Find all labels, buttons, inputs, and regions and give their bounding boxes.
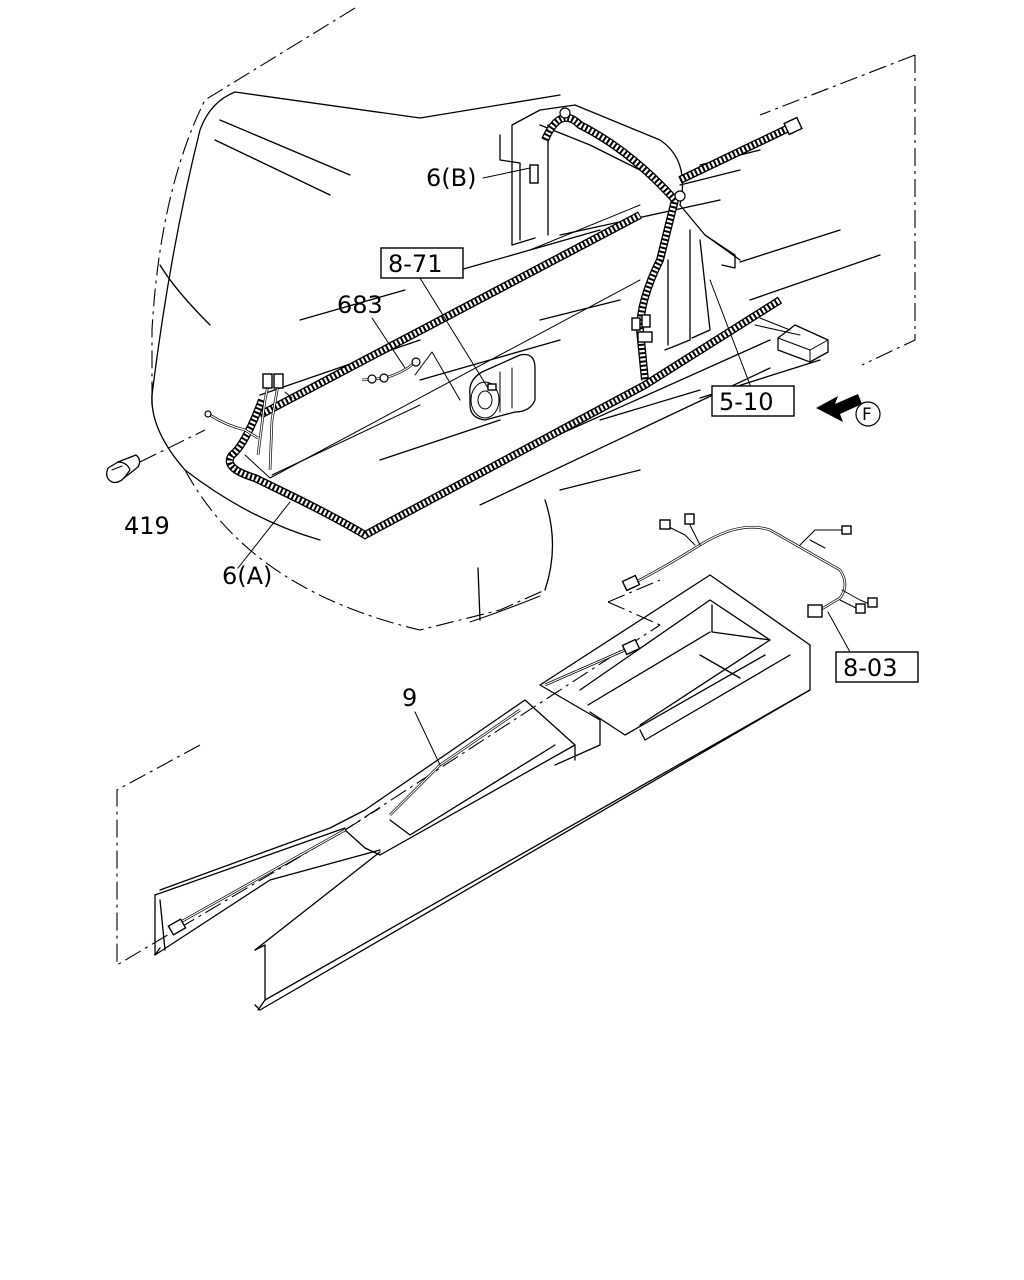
callout-6b: 6(B) <box>426 164 476 192</box>
callout-view-f: F <box>855 401 881 427</box>
bolt-419 <box>106 429 206 484</box>
callout-419-label: 419 <box>124 512 170 540</box>
callout-9-label: 9 <box>402 684 417 712</box>
harness-8-03 <box>621 513 878 618</box>
vehicle-body <box>151 7 881 631</box>
callout-6a: 6(A) <box>222 562 272 590</box>
callout-8-03-label: 8-03 <box>843 654 897 682</box>
callout-419: 419 <box>124 512 170 540</box>
relay-box <box>754 317 829 363</box>
view-f-arrow-icon <box>816 394 862 422</box>
callout-683-label: 683 <box>337 291 383 319</box>
callout-view-f-label: F <box>862 405 872 425</box>
callout-5-10-box <box>711 385 795 417</box>
callout-6b-label: 6(B) <box>426 164 476 192</box>
callout-9: 9 <box>402 684 417 712</box>
callout-8-71: 8-71 <box>380 247 464 279</box>
callout-8-03: 8-03 <box>835 651 919 683</box>
compressor-part <box>469 353 536 421</box>
callout-8-03-box <box>835 651 919 683</box>
callout-8-71-box <box>380 247 464 279</box>
callout-5-10: 5-10 <box>711 385 795 417</box>
callout-8-71-label: 8-71 <box>388 250 442 278</box>
chassis-frame <box>479 54 916 506</box>
leader-lines <box>237 167 851 766</box>
view-f-circle-icon <box>855 401 881 427</box>
callout-5-10-label: 5-10 <box>719 388 773 416</box>
callout-683: 683 <box>337 291 383 319</box>
callout-6a-label: 6(A) <box>222 562 272 590</box>
wire-harness-main <box>204 107 803 540</box>
floor-console <box>116 574 811 1011</box>
